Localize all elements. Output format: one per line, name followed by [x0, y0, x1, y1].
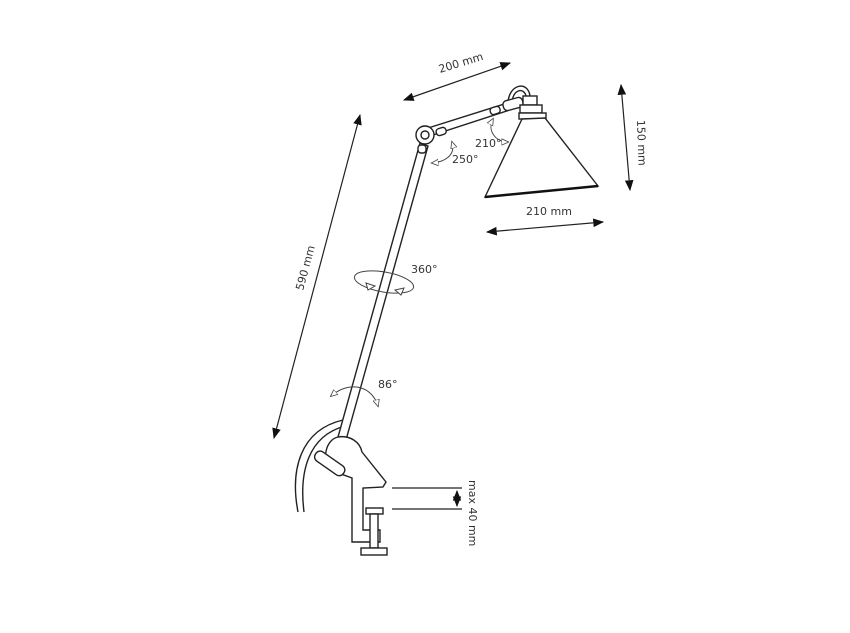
angle-elbow: 250° [432, 142, 479, 166]
dimension-clamp: max 40 mm [392, 480, 479, 546]
label-angle-shade: 210° [475, 137, 502, 150]
dimension-shade-height: 150 mm [617, 83, 649, 192]
label-angle-elbow: 250° [452, 153, 479, 166]
label-upper-arm: 200 mm [437, 50, 485, 76]
label-shade-height: 150 mm [634, 120, 649, 166]
label-shade-width: 210 mm [526, 205, 572, 218]
label-angle-base: 86° [378, 378, 398, 391]
dimension-shade-width: 210 mm [485, 205, 605, 236]
label-lower-arm: 590 mm [293, 244, 317, 292]
lamp-shade [483, 117, 600, 198]
label-angle-rotation: 360° [411, 263, 438, 276]
label-clamp-max: max 40 mm [466, 480, 479, 546]
angle-shade: 210° [475, 119, 508, 150]
angle-base: 86° [331, 378, 398, 406]
clamp-base [313, 435, 388, 556]
dimension-upper-arm: 200 mm [402, 50, 512, 101]
elbow-joint [415, 125, 435, 154]
dimension-lower-arm: 590 mm [272, 113, 362, 440]
angle-rotation: 360° [353, 263, 438, 296]
lamp-head [483, 85, 600, 199]
